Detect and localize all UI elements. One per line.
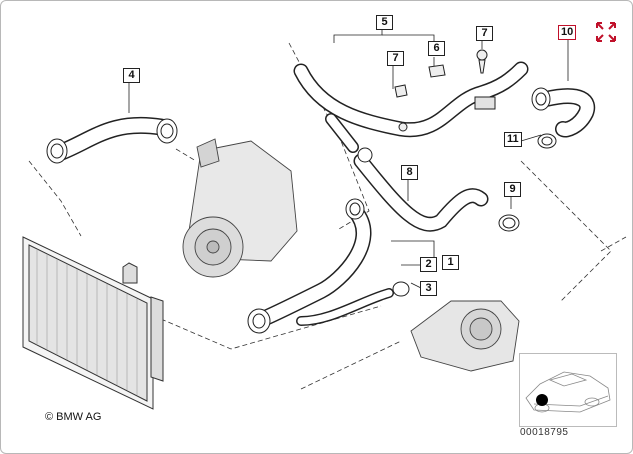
callout-4[interactable]: 4 xyxy=(123,68,140,83)
callout-1[interactable]: 1 xyxy=(442,255,459,270)
hose-1 xyxy=(255,203,394,327)
thermostat-housing xyxy=(410,300,520,372)
callout-5[interactable]: 5 xyxy=(376,15,393,30)
callout-3[interactable]: 3 xyxy=(420,281,437,296)
callout-6[interactable]: 6 xyxy=(428,41,445,56)
hose-clamps-10 xyxy=(357,87,557,232)
hose-4 xyxy=(50,116,170,162)
callout-8[interactable]: 8 xyxy=(401,165,418,180)
bleed-screws xyxy=(394,49,496,132)
copyright-notice: © BMW AG xyxy=(45,411,102,423)
expand-arrows-svg xyxy=(596,22,616,42)
hose-5 xyxy=(293,61,529,153)
callout-11[interactable]: 11 xyxy=(504,132,522,147)
car-locator-thumbnail xyxy=(519,353,617,427)
callout-10[interactable]: 10 xyxy=(558,25,577,40)
leader-lines xyxy=(128,29,569,289)
callout-2[interactable]: 2 xyxy=(420,257,437,272)
expand-arrows-icon[interactable] xyxy=(593,19,619,45)
hose-clamps-1 xyxy=(247,198,410,334)
callout-7-top[interactable]: 7 xyxy=(476,26,493,41)
car-locator-icon xyxy=(525,371,611,413)
radiator xyxy=(22,236,164,410)
callout-7-left[interactable]: 7 xyxy=(387,51,404,66)
document-number: 00018795 xyxy=(520,427,569,438)
water-pump xyxy=(182,138,298,278)
callout-9[interactable]: 9 xyxy=(504,182,521,197)
hose-8 xyxy=(353,153,489,232)
hose-10 xyxy=(538,88,596,138)
hose-clamps-4 xyxy=(46,118,178,164)
